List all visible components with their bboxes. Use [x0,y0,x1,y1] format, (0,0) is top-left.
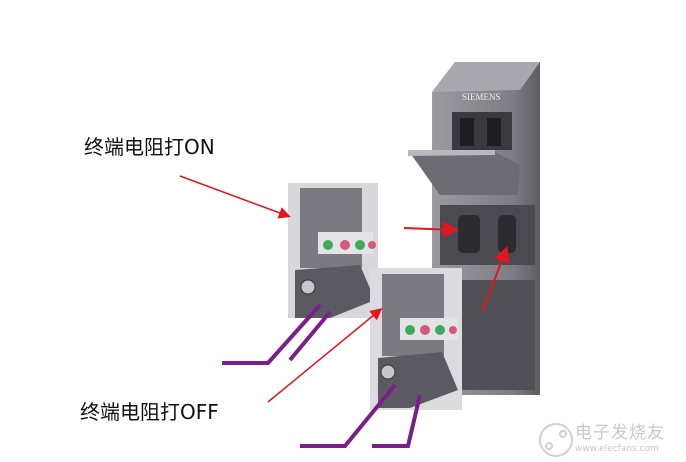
watermark-url: www.elecfans.com [575,444,659,454]
arrow-on-label [179,175,291,219]
watermark: 电子发烧友 www.elecfans.com [575,418,665,454]
watermark-logo-icon [539,423,573,457]
cable-off [300,383,422,448]
label-termination-off: 终端电阻打OFF [80,400,219,424]
cable-on [222,303,332,365]
connector-off [370,268,462,410]
arrow-off-label [267,308,383,403]
connector-on [288,183,378,318]
siemens-logo: SIEMENS [462,92,501,102]
arrow-connector-off [481,246,510,313]
label-termination-on: 终端电阻打ON [84,135,215,159]
watermark-name: 电子发烧友 [575,423,665,443]
arrow-connector-on [403,221,459,238]
